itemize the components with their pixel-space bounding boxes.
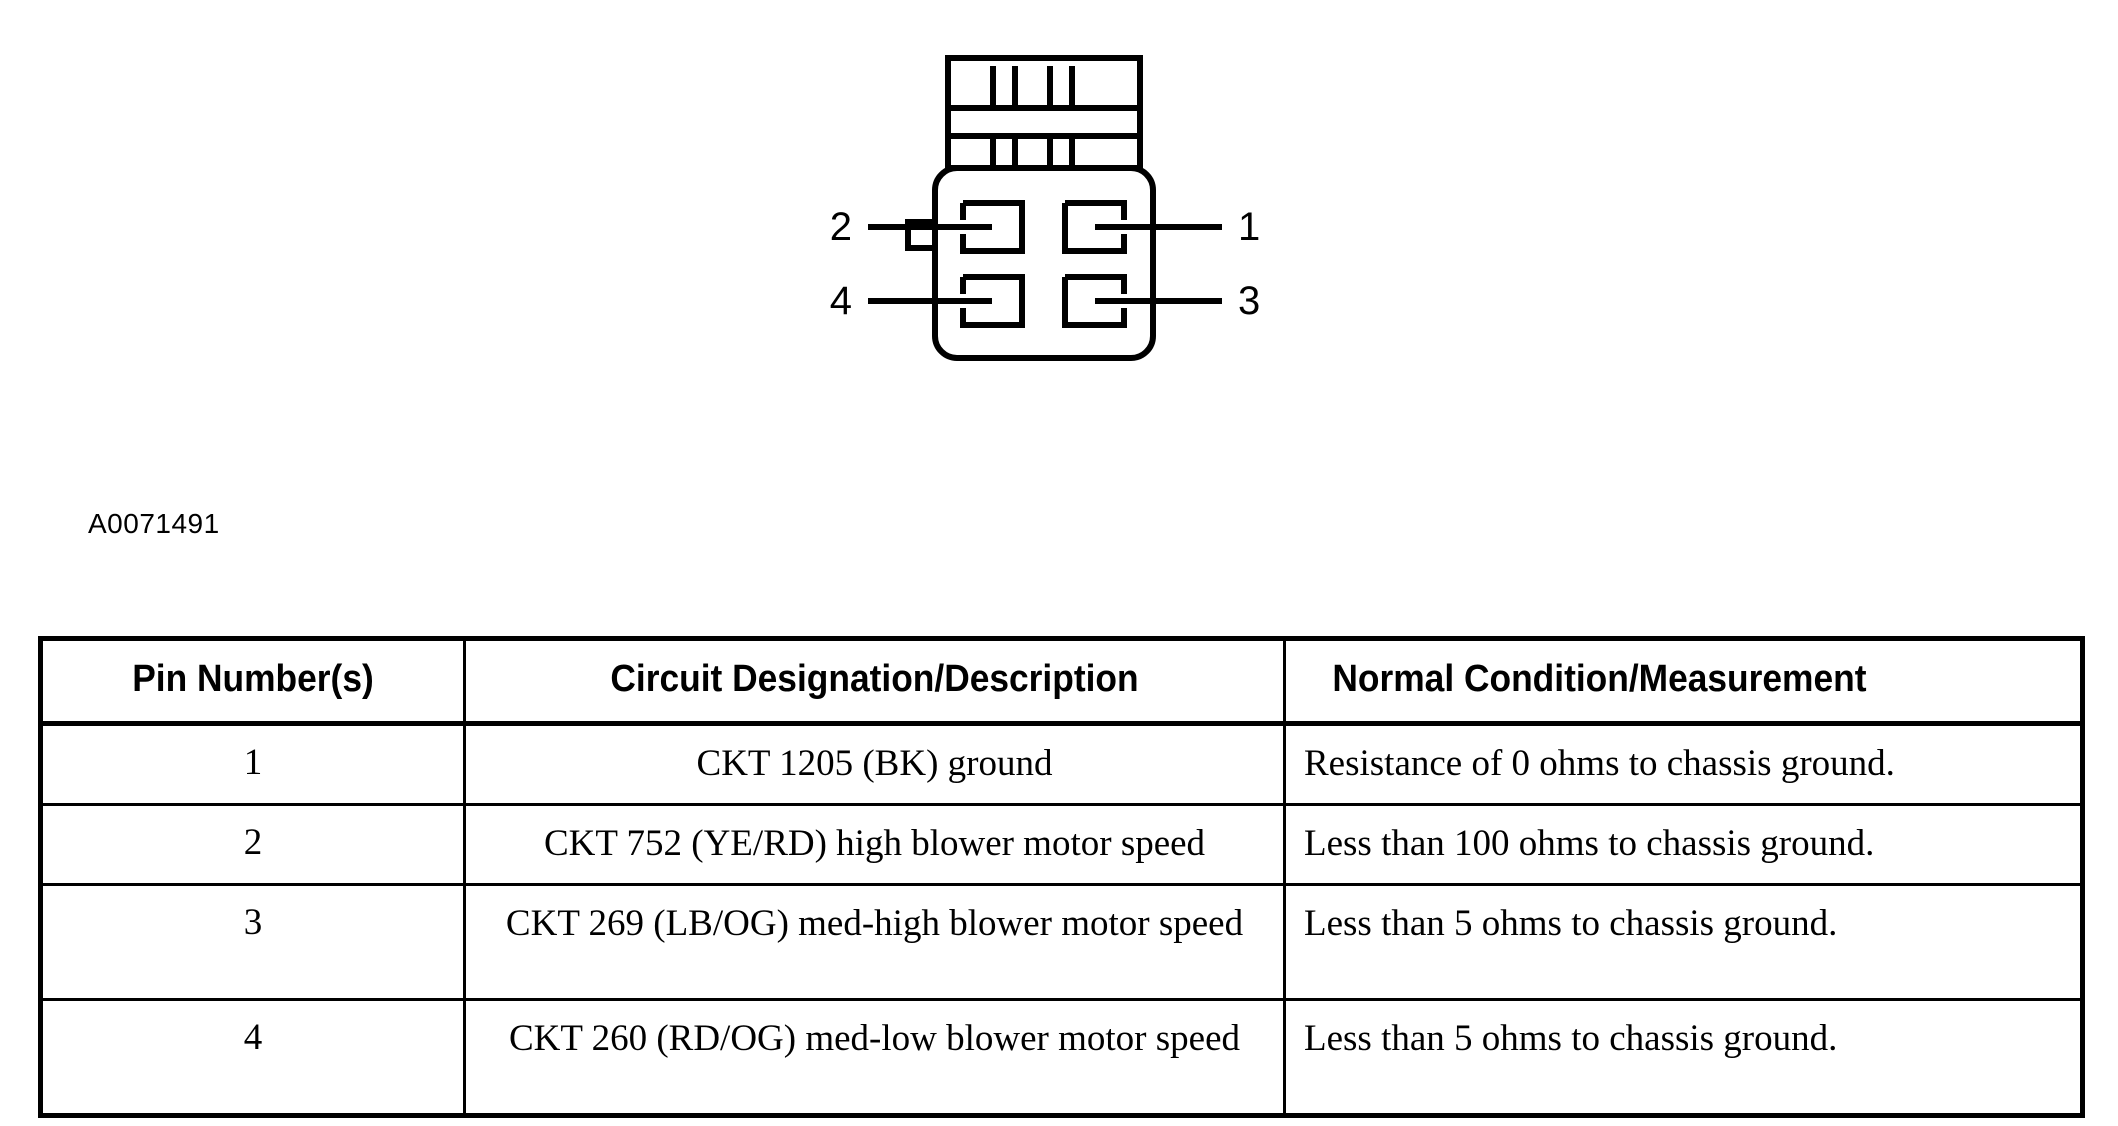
- top-cap-lower-tier: [945, 133, 1143, 171]
- circuit-description-value: CKT 269 (LB/OG) med-high blower motor sp…: [505, 903, 1244, 945]
- connector-diagram: 2 1 4 3 A0071491: [0, 0, 2118, 560]
- table-row: 3 CKT 269 (LB/OG) med-high blower motor …: [39, 883, 2084, 1002]
- pin-reference-table: Pin Number(s) Circuit Designation/Descri…: [38, 636, 2085, 1119]
- cell-circuit-description: CKT 269 (LB/OG) med-high blower motor sp…: [463, 883, 1286, 1002]
- pin-callout-3: 3: [1238, 279, 1260, 323]
- table-header-row: Pin Number(s) Circuit Designation/Descri…: [39, 637, 2084, 726]
- cell-circuit-description: CKT 752 (YE/RD) high blower motor speed: [463, 803, 1286, 887]
- cell-pin-number: 1: [39, 721, 466, 807]
- top-cap-middle-band: [945, 105, 1143, 139]
- normal-measurement-value: Less than 100 ohms to chassis ground.: [1304, 823, 1875, 865]
- pin-reference-table-container: Pin Number(s) Circuit Designation/Descri…: [38, 636, 2085, 1119]
- cell-circuit-description: CKT 1205 (BK) ground: [463, 721, 1286, 807]
- pin-cavity-1: [1062, 200, 1127, 254]
- connector-body-outline: [932, 165, 1156, 361]
- cell-normal-measurement: Resistance of 0 ohms to chassis ground.: [1283, 721, 2084, 807]
- cell-pin-number: 2: [39, 803, 466, 887]
- top-cap-upper-tier: [945, 55, 1143, 111]
- pin-number-value: 4: [243, 1017, 263, 1059]
- cell-pin-number: 3: [39, 883, 466, 1002]
- circuit-description-value: CKT 1205 (BK) ground: [696, 742, 1053, 784]
- header-cell-normal-condition: Normal Condition/Measurement: [1283, 637, 2084, 726]
- diagram-reference-label: A0071491: [88, 508, 220, 539]
- pin-cavity-4: [960, 274, 1025, 328]
- pin-callout-2: 2: [830, 205, 852, 249]
- connector-top-cap: [945, 55, 1143, 171]
- cell-pin-number: 4: [39, 998, 466, 1118]
- pin-number-value: 2: [243, 822, 263, 864]
- normal-measurement-value: Less than 5 ohms to chassis ground.: [1304, 903, 1838, 945]
- table-row: 4 CKT 260 (RD/OG) med-low blower motor s…: [39, 998, 2084, 1118]
- cell-circuit-description: CKT 260 (RD/OG) med-low blower motor spe…: [463, 998, 1286, 1118]
- cell-normal-measurement: Less than 5 ohms to chassis ground.: [1283, 998, 2084, 1118]
- circuit-description-value: CKT 260 (RD/OG) med-low blower motor spe…: [509, 1018, 1240, 1060]
- pin-callout-4: 4: [830, 279, 852, 323]
- cell-normal-measurement: Less than 100 ohms to chassis ground.: [1283, 803, 2084, 887]
- header-label-normal-condition: Normal Condition/Measurement: [1332, 658, 1867, 700]
- pin-cavity-2: [960, 200, 1025, 254]
- cell-normal-measurement: Less than 5 ohms to chassis ground.: [1283, 883, 2084, 1002]
- pin-number-value: 3: [243, 902, 263, 944]
- header-cell-pin-number: Pin Number(s): [39, 637, 466, 726]
- table-row: 1 CKT 1205 (BK) ground Resistance of 0 o…: [39, 721, 2084, 807]
- normal-measurement-value: Resistance of 0 ohms to chassis ground.: [1304, 742, 1895, 784]
- pin-cavity-3: [1062, 274, 1127, 328]
- header-label-circuit-designation: Circuit Designation/Description: [610, 658, 1139, 700]
- circuit-description-value: CKT 752 (YE/RD) high blower motor speed: [543, 823, 1206, 865]
- header-cell-circuit-designation: Circuit Designation/Description: [463, 637, 1286, 726]
- normal-measurement-value: Less than 5 ohms to chassis ground.: [1304, 1018, 1838, 1060]
- connector-pinout-drawing: 2 1 4 3: [830, 55, 1260, 361]
- connector-side-tab: [905, 219, 935, 251]
- pin-number-value: 1: [243, 741, 263, 783]
- header-label-pin-number: Pin Number(s): [132, 658, 374, 700]
- table-row: 2 CKT 752 (YE/RD) high blower motor spee…: [39, 803, 2084, 887]
- pin-callout-1: 1: [1238, 205, 1260, 249]
